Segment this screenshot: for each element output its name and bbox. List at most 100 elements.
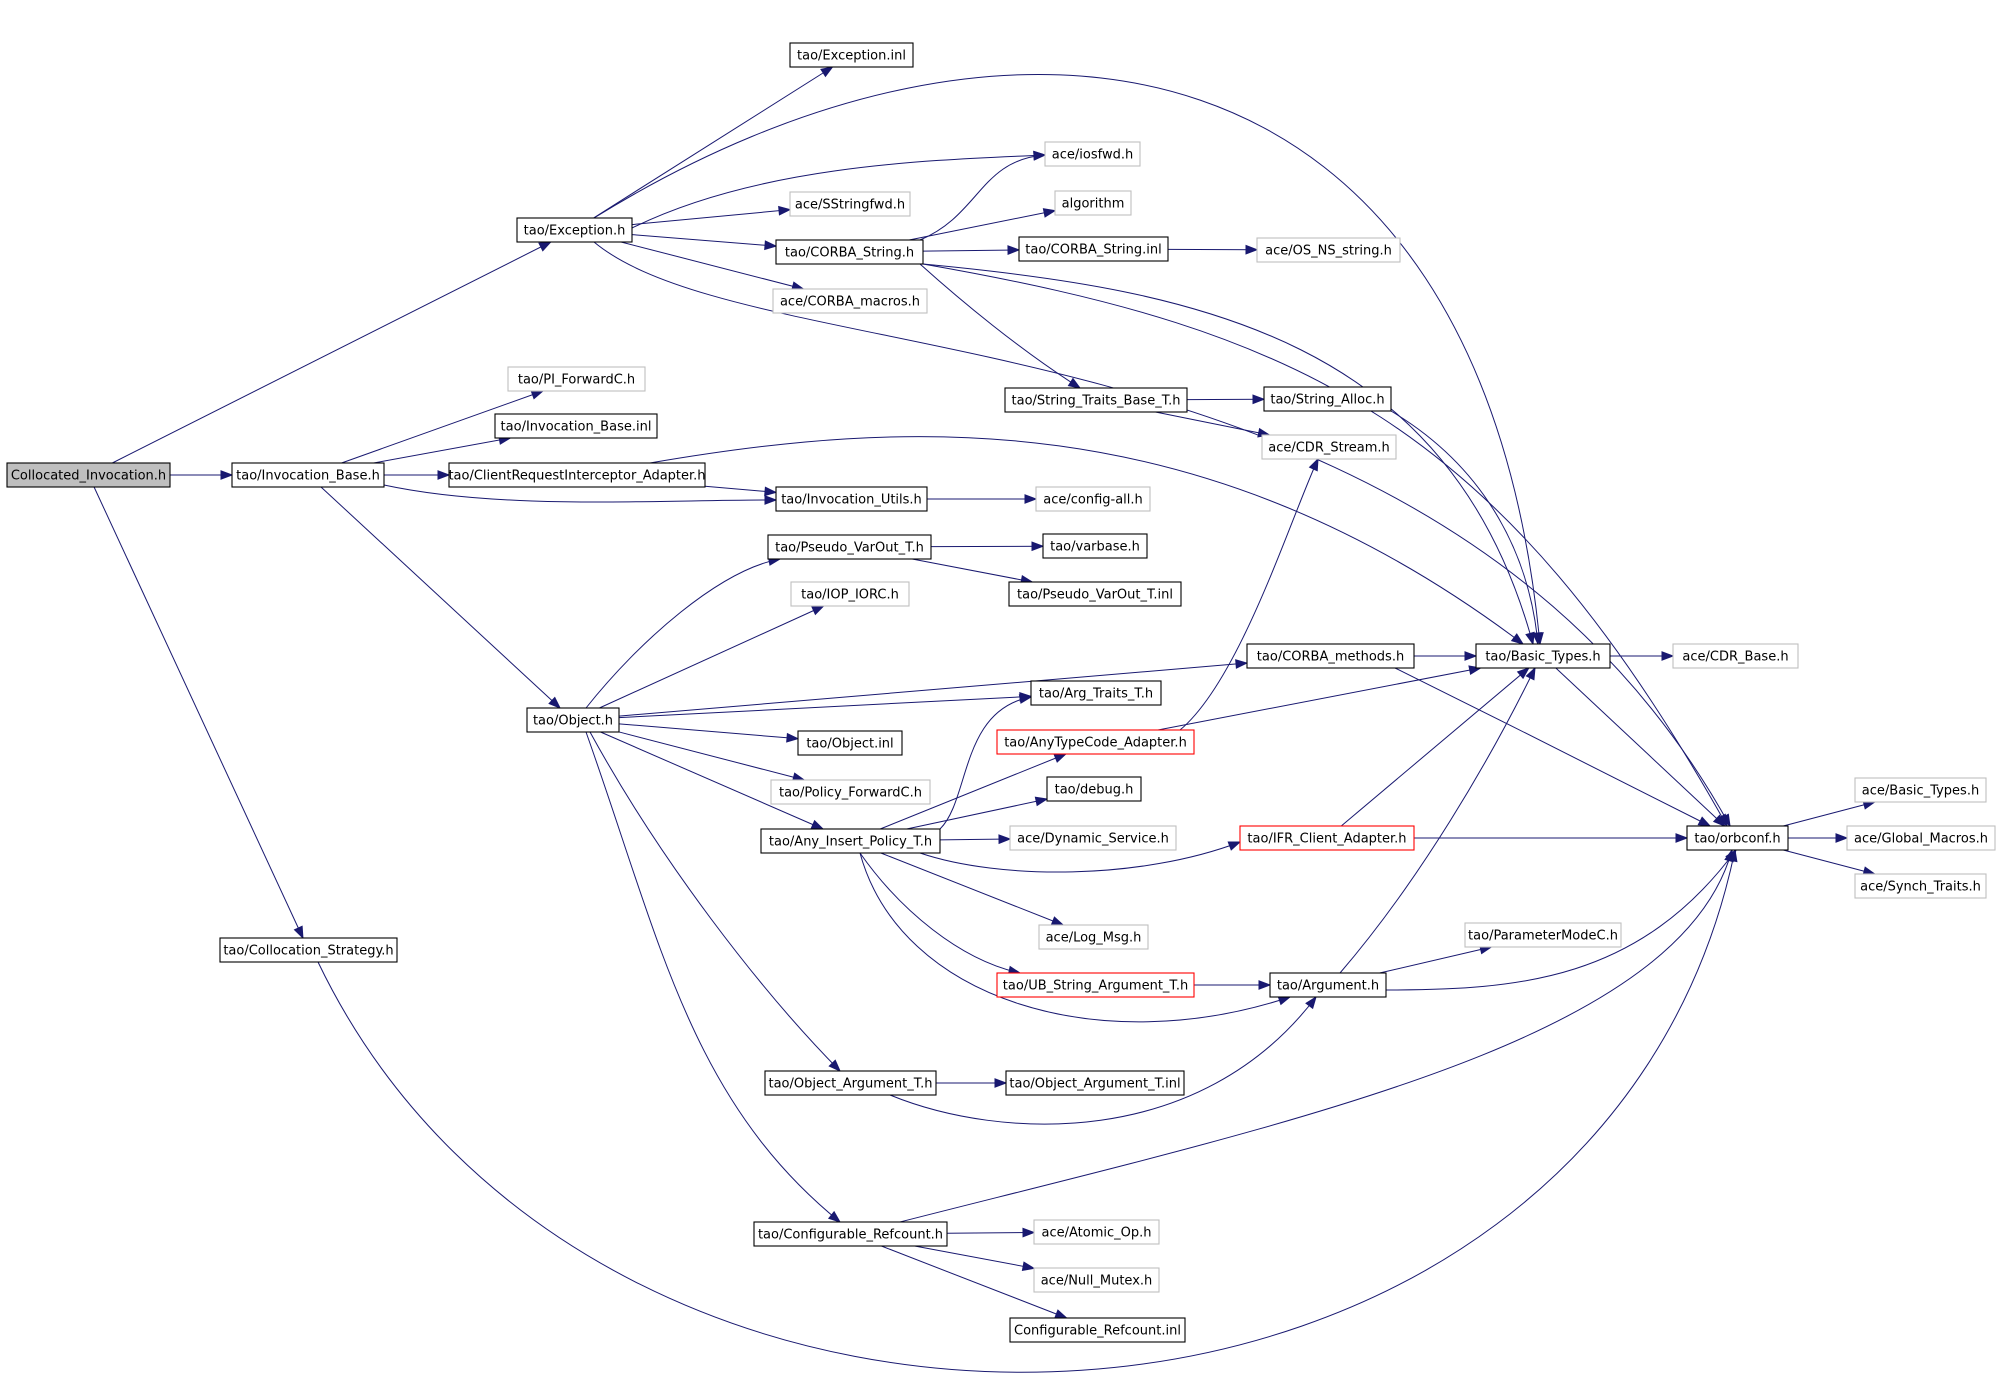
edge-object-h-to-object-inl-line — [618, 723, 799, 740]
node-collocation-strategy[interactable]: tao/Collocation_Strategy.h — [219, 937, 398, 963]
node-object-h-label: tao/Object.h — [533, 714, 613, 729]
edge-object-h-to-object-argument — [589, 731, 841, 1072]
edge-string-traits-base-to-cdr-stream-line — [1155, 411, 1270, 436]
edge-corba-string-to-orbconf-line — [922, 263, 1728, 827]
node-string-alloc[interactable]: tao/String_Alloc.h — [1263, 386, 1392, 412]
edge-corba-methods-to-basic-types-tao — [1414, 651, 1478, 661]
node-debug-h[interactable]: tao/debug.h — [1046, 776, 1142, 802]
node-invocation-base-inl[interactable]: tao/Invocation_Base.inl — [494, 413, 658, 439]
node-configurable-refcount-inl[interactable]: Configurable_Refcount.inl — [1009, 1317, 1186, 1343]
node-object-inl[interactable]: tao/Object.inl — [797, 730, 903, 756]
node-invocation-utils-box — [775, 486, 928, 512]
node-ub-string-argument-box — [996, 972, 1195, 998]
node-object-h[interactable]: tao/Object.h — [526, 707, 620, 733]
edge-corba-string-to-string-traits-base-line — [919, 263, 1081, 389]
edge-ifr-client-adapter-to-orbconf — [1414, 833, 1689, 843]
edge-orbconf-to-synch-traits-line — [1783, 849, 1875, 875]
node-policy-forwardc-label: tao/Policy_ForwardC.h — [779, 786, 922, 801]
node-object-argument-inl[interactable]: tao/Object_Argument_T.inl — [1005, 1070, 1185, 1096]
node-cdr-stream-box — [1261, 434, 1397, 460]
edge-configurable-refcount-to-null-mutex — [914, 1245, 1036, 1272]
node-config-all-label: ace/config-all.h — [1043, 493, 1143, 508]
node-argument-h[interactable]: tao/Argument.h — [1269, 972, 1387, 998]
edge-object-h-to-arg-traits-line — [618, 695, 1032, 719]
node-client-req-adapter[interactable]: tao/ClientRequestInterceptor_Adapter.h — [448, 462, 706, 488]
node-configurable-refcount[interactable]: tao/Configurable_Refcount.h — [753, 1221, 948, 1247]
edge-any-insert-policy-to-arg-traits-arrowhead — [1018, 694, 1033, 704]
edge-object-argument-to-object-argument-inl-arrowhead — [994, 1078, 1008, 1088]
edge-any-insert-policy-to-arg-traits-line — [939, 696, 1032, 830]
edge-invocation-base-to-invocation-utils-arrowhead — [764, 495, 778, 505]
edge-configurable-refcount-to-orbconf — [899, 848, 1734, 1223]
node-corba-string-inl[interactable]: tao/CORBA_String.inl — [1018, 236, 1169, 262]
node-ub-string-argument[interactable]: tao/UB_String_Argument_T.h — [996, 972, 1195, 998]
edge-object-h-to-any-insert-policy-arrowhead — [810, 819, 825, 830]
node-corba-methods[interactable]: tao/CORBA_methods.h — [1246, 643, 1415, 669]
node-iop-iorc-box — [790, 581, 910, 607]
node-debug-h-box — [1046, 776, 1142, 802]
edge-anytypecode-adapter-to-basic-types-tao-line — [1157, 667, 1481, 731]
edge-string-alloc-to-basic-types-tao-arrowhead — [1532, 632, 1542, 646]
node-ifr-client-adapter[interactable]: tao/IFR_Client_Adapter.h — [1239, 825, 1415, 851]
edge-ub-string-argument-to-argument-h — [1194, 980, 1272, 990]
node-invocation-utils-label: tao/Invocation_Utils.h — [781, 493, 922, 508]
node-invocation-utils[interactable]: tao/Invocation_Utils.h — [775, 486, 928, 512]
node-pseudo-varout-inl-box — [1008, 581, 1182, 607]
edge-ifr-client-adapter-to-basic-types-tao-line — [1340, 667, 1530, 827]
node-any-insert-policy[interactable]: tao/Any_Insert_Policy_T.h — [760, 828, 941, 854]
edge-any-insert-policy-to-argument-h-line — [859, 852, 1291, 1023]
edge-ifr-client-adapter-to-orbconf-arrowhead — [1675, 833, 1689, 843]
node-null-mutex-box — [1033, 1267, 1160, 1293]
node-parametermodec: tao/ParameterModeC.h — [1464, 922, 1622, 948]
edge-pseudo-varout-to-varbase-arrowhead — [1031, 541, 1045, 552]
node-pseudo-varout-inl[interactable]: tao/Pseudo_VarOut_T.inl — [1008, 581, 1182, 607]
node-object-argument[interactable]: tao/Object_Argument_T.h — [764, 1070, 937, 1096]
node-collocated-invocation[interactable]: Collocated_Invocation.h — [6, 462, 171, 488]
edge-collocation-strategy-to-orbconf — [317, 848, 1738, 1373]
edge-object-h-to-corba-methods-arrowhead — [1235, 659, 1249, 669]
node-anytypecode-adapter[interactable]: tao/AnyTypeCode_Adapter.h — [996, 729, 1195, 755]
node-ub-string-argument-label: tao/UB_String_Argument_T.h — [1003, 979, 1188, 994]
node-iosfwd: ace/iosfwd.h — [1044, 141, 1141, 167]
node-pi-forwardc-label: tao/PI_ForwardC.h — [518, 373, 635, 388]
node-basic-types-tao[interactable]: tao/Basic_Types.h — [1475, 643, 1611, 669]
edge-orbconf-to-ace-basic-types — [1783, 800, 1877, 827]
node-pi-forwardc: tao/PI_ForwardC.h — [507, 366, 646, 392]
edge-pseudo-varout-to-varbase — [930, 541, 1045, 552]
node-corba-string[interactable]: tao/CORBA_String.h — [775, 239, 924, 265]
node-string-traits-base[interactable]: tao/String_Traits_Base_T.h — [1004, 387, 1188, 413]
node-arg-traits[interactable]: tao/Arg_Traits_T.h — [1030, 680, 1162, 706]
node-exception-h[interactable]: tao/Exception.h — [516, 217, 633, 243]
node-string-traits-base-label: tao/String_Traits_Base_T.h — [1012, 394, 1181, 409]
edge-object-argument-to-argument-h — [889, 995, 1317, 1125]
node-configurable-refcount-inl-label: Configurable_Refcount.inl — [1014, 1324, 1181, 1339]
node-any-insert-policy-label: tao/Any_Insert_Policy_T.h — [769, 835, 932, 850]
node-pseudo-varout[interactable]: tao/Pseudo_VarOut_T.h — [767, 534, 932, 560]
edge-string-traits-base-to-string-alloc — [1186, 394, 1266, 405]
node-algorithm-box — [1054, 190, 1132, 216]
node-string-traits-base-box — [1004, 387, 1188, 413]
node-pseudo-varout-box — [767, 534, 932, 560]
node-global-macros-label: ace/Global_Macros.h — [1854, 832, 1988, 847]
node-anytypecode-adapter-label: tao/AnyTypeCode_Adapter.h — [1004, 736, 1187, 751]
edge-argument-h-to-orbconf — [1385, 848, 1737, 991]
node-corba-macros: ace/CORBA_macros.h — [772, 288, 928, 314]
node-invocation-base[interactable]: tao/Invocation_Base.h — [231, 462, 385, 488]
edge-object-argument-to-argument-h-arrowhead — [1305, 995, 1317, 1010]
node-orbconf[interactable]: tao/orbconf.h — [1686, 825, 1789, 851]
node-object-inl-box — [797, 730, 903, 756]
edge-collocated-invocation-to-collocation-strategy — [93, 486, 304, 940]
node-exception-inl[interactable]: tao/Exception.inl — [789, 42, 914, 68]
edge-argument-h-to-basic-types-tao — [1339, 666, 1536, 974]
edge-configurable-refcount-to-orbconf-line — [899, 849, 1733, 1223]
node-sstringfwd-box — [789, 191, 911, 217]
edge-exception-h-to-iosfwd-line — [631, 154, 1046, 229]
node-varbase[interactable]: tao/varbase.h — [1042, 533, 1148, 559]
node-varbase-label: tao/varbase.h — [1050, 540, 1140, 555]
edge-exception-h-to-corba-macros-line — [620, 241, 804, 290]
node-layer: Collocated_Invocation.h tao/Invocation_Ba… — [6, 42, 1996, 1343]
edge-object-h-to-corba-methods — [618, 659, 1249, 717]
edge-exception-h-to-exception-inl-arrowhead — [820, 66, 834, 78]
edge-argument-h-to-orbconf-line — [1385, 849, 1737, 991]
edge-invocation-base-to-invocation-utils — [383, 484, 778, 505]
